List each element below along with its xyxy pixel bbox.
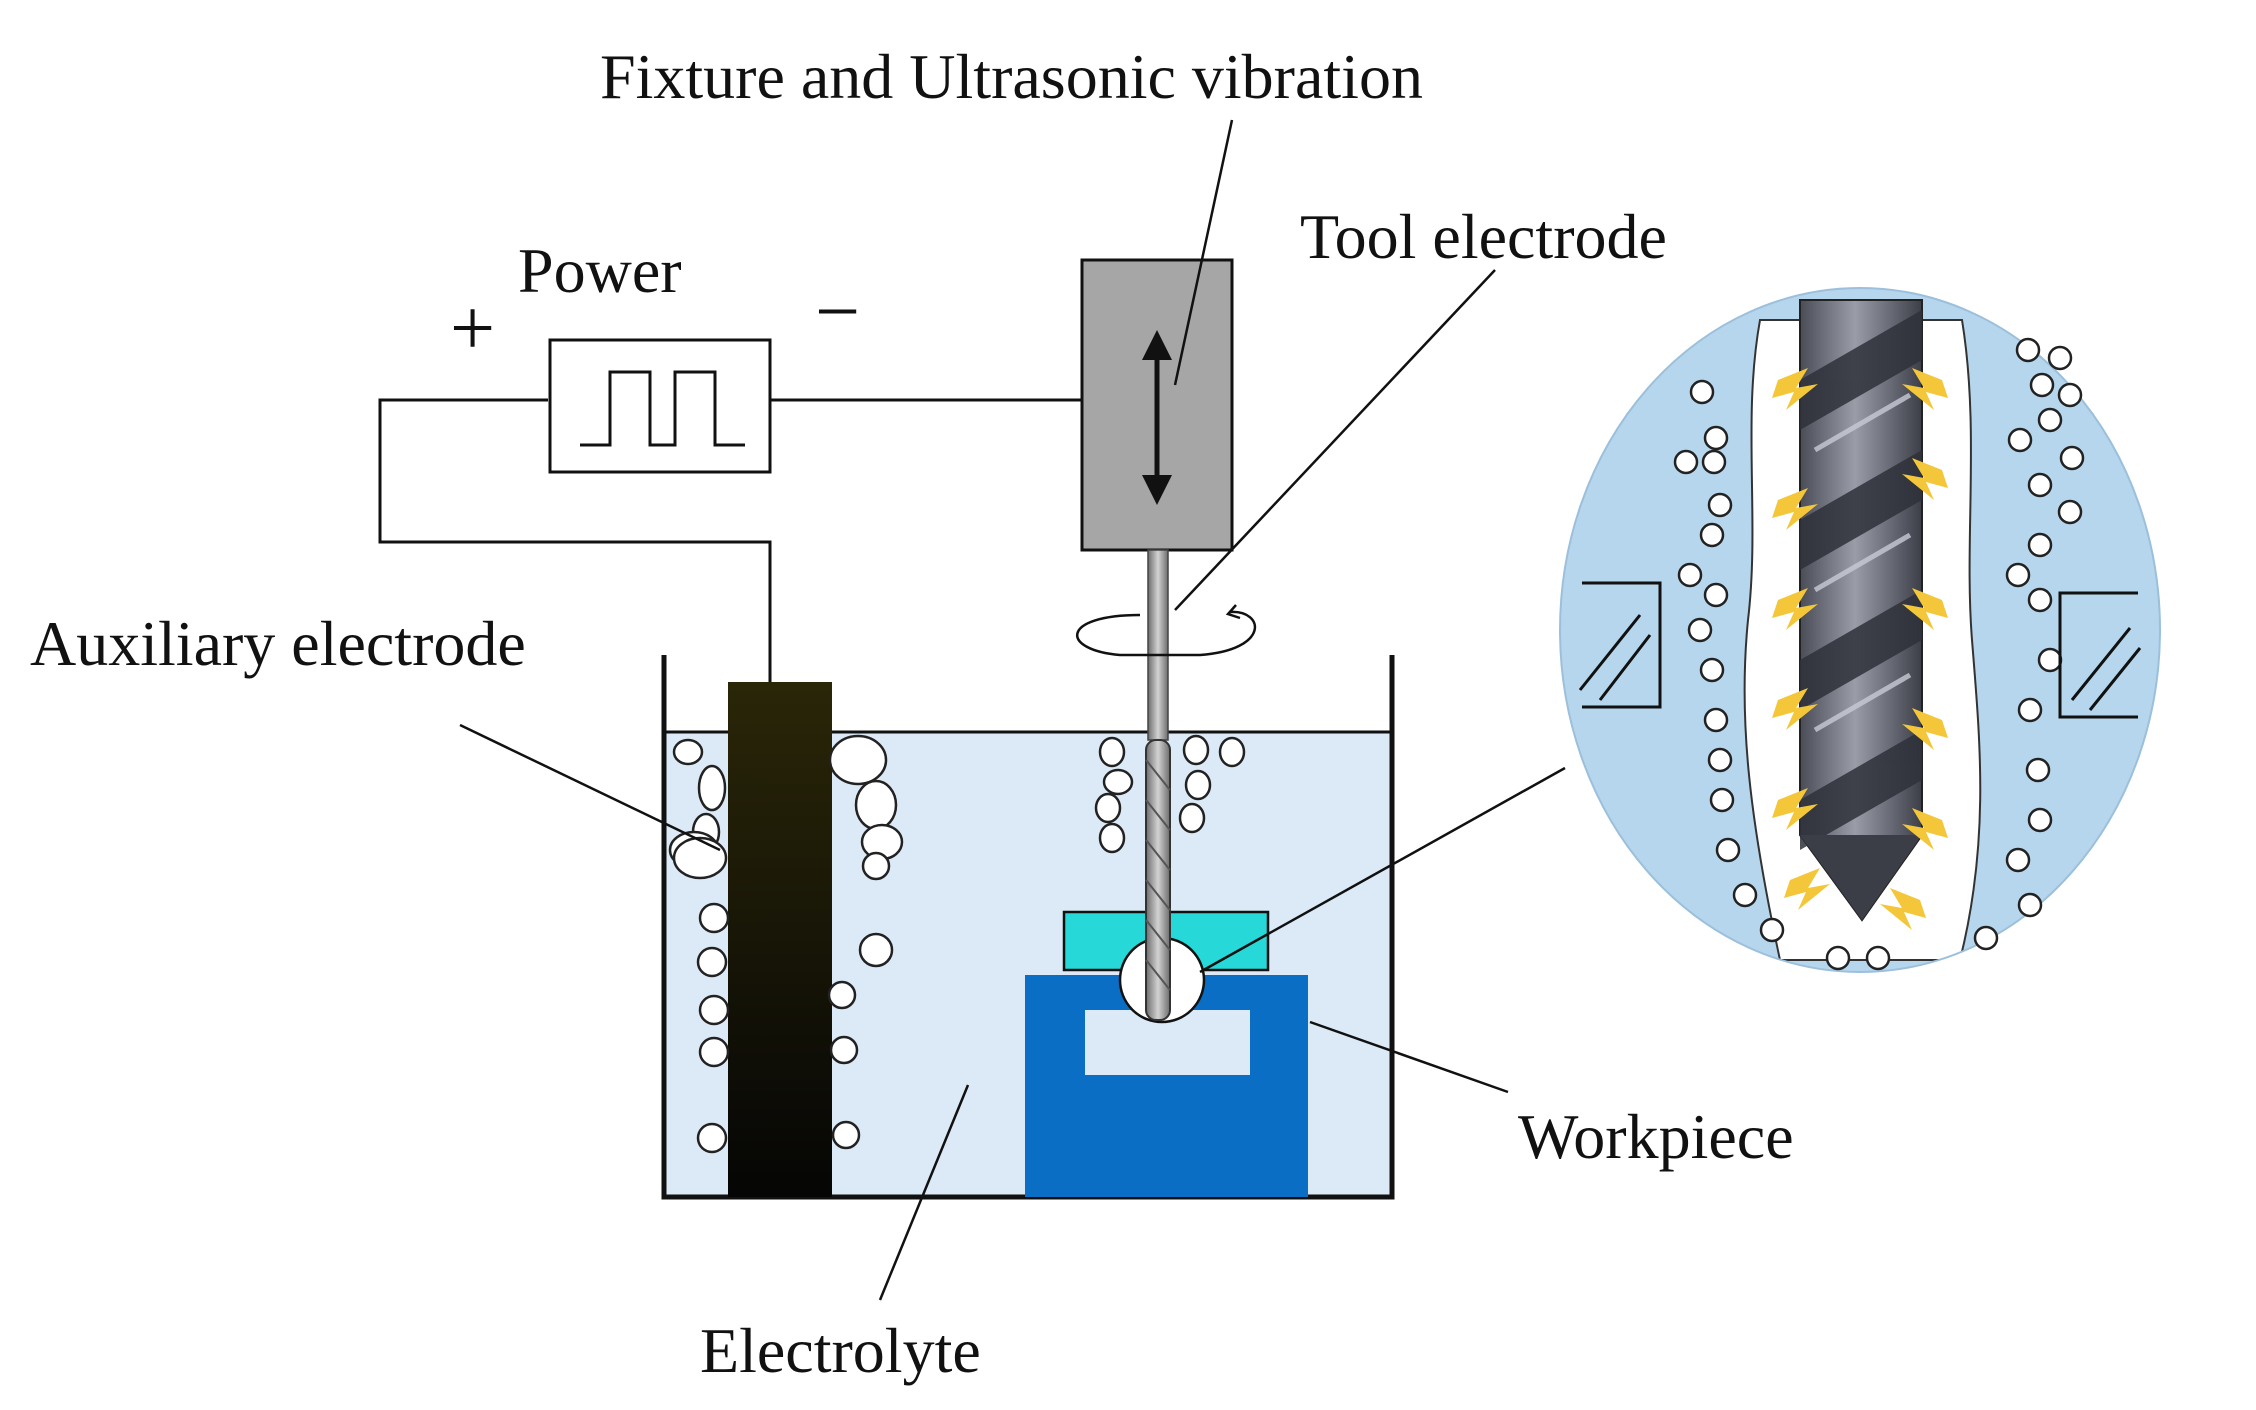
drill-helix bbox=[1800, 310, 1922, 850]
zoom-leader-line bbox=[1199, 766, 1566, 974]
workpiece-section-right bbox=[2058, 591, 2142, 719]
workpiece-section-left bbox=[1578, 581, 1662, 709]
spark-icons bbox=[1772, 368, 1948, 930]
power-label: Power bbox=[518, 235, 682, 306]
auxiliary-electrode bbox=[728, 682, 832, 1197]
power-supply bbox=[548, 338, 772, 474]
tool-flutes bbox=[1145, 759, 1171, 991]
electrolyte-label: Electrolyte bbox=[700, 1315, 981, 1386]
magnified-bubbles bbox=[1673, 337, 2085, 971]
positive-terminal-label: + bbox=[450, 285, 495, 373]
drill-highlights bbox=[1813, 392, 1912, 733]
tool-shaft bbox=[1147, 549, 1169, 741]
electrolyte-leader-line bbox=[878, 1084, 970, 1301]
auxiliary-electrode-leader-line bbox=[459, 723, 721, 852]
tool-electrode-leader-line bbox=[1174, 269, 1496, 611]
fixture-label: Fixture and Ultrasonic vibration bbox=[600, 41, 1423, 112]
workpiece bbox=[1025, 975, 1308, 1197]
magnified-detail bbox=[1559, 287, 2161, 973]
auxiliary-electrode-label: Auxiliary electrode bbox=[30, 608, 526, 679]
negative-terminal-label: − bbox=[815, 268, 860, 356]
tool-electrode-label: Tool electrode bbox=[1300, 201, 1667, 272]
workpiece-label: Workpiece bbox=[1518, 1101, 1794, 1172]
rotation-arrow-icon bbox=[1076, 604, 1257, 657]
positive-wire bbox=[378, 398, 772, 685]
drill-tip bbox=[1800, 835, 1922, 920]
circuit-wires bbox=[378, 398, 1082, 685]
workpiece-leader-line bbox=[1309, 1020, 1509, 1094]
pulse-waveform-icon bbox=[580, 370, 745, 447]
auxiliary-bubbles bbox=[668, 734, 904, 1154]
tool-bit bbox=[1145, 739, 1171, 1021]
fixture-leader-line bbox=[1173, 119, 1234, 386]
tool-bubbles bbox=[1094, 734, 1246, 854]
